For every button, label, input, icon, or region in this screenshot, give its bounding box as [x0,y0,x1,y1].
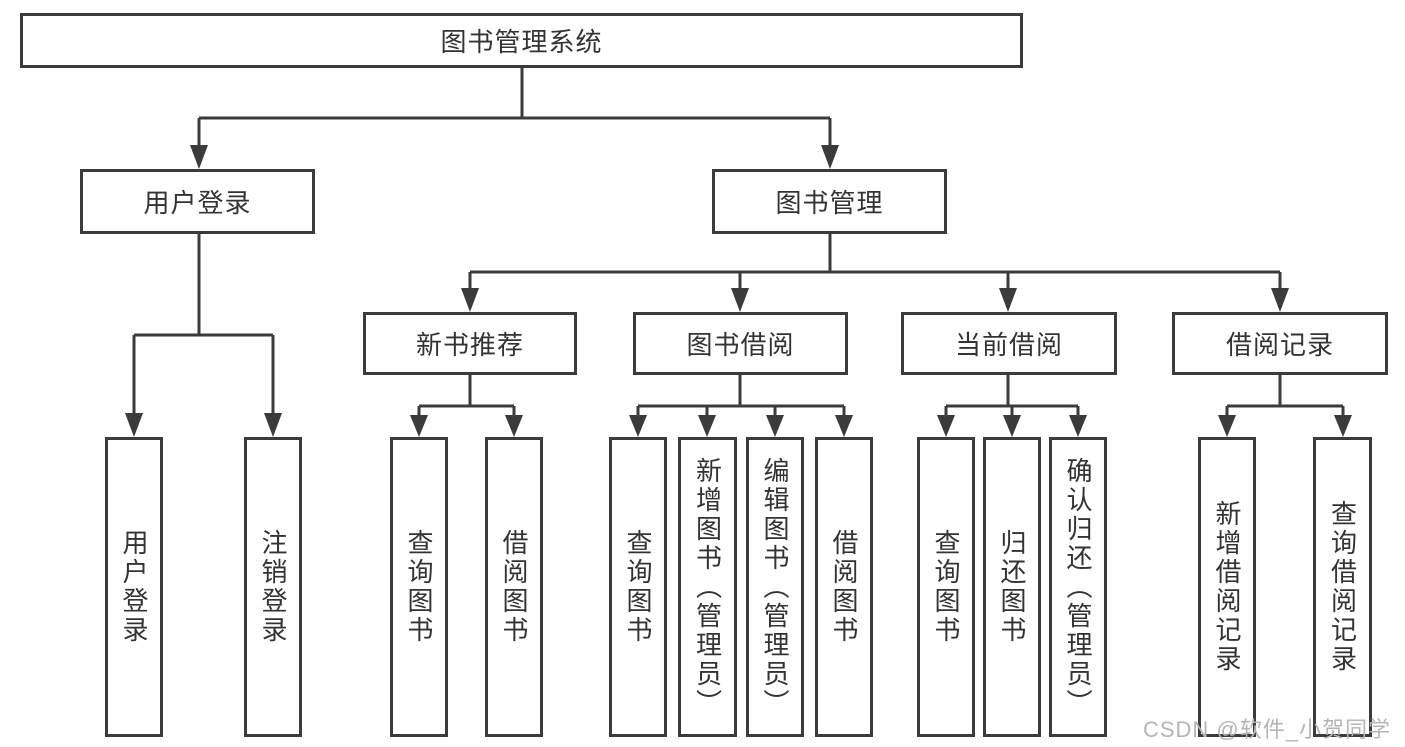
leaf-query-books-3: 查询图书 [917,437,975,737]
node-label: 查询借阅记录 [1327,500,1358,674]
node-new-book-recommend: 新书推荐 [363,312,577,375]
node-label: 新增借阅记录 [1212,500,1242,674]
node-label: 归还图书 [997,529,1027,645]
node-label: 查询图书 [931,529,961,645]
leaf-add-borrow-record: 新增借阅记录 [1198,437,1256,737]
node-label: 确认归还（管理员） [1063,456,1093,718]
node-label: 用户登录 [143,188,252,218]
leaf-query-borrow-record: 查询借阅记录 [1313,437,1372,737]
arrowhead [629,415,647,437]
arrowhead [190,145,208,169]
connector-user-login-children [125,234,282,437]
arrowhead [264,413,282,437]
arrowhead [766,415,784,437]
node-label: 用户登录 [119,529,149,645]
node-label: 新增图书（管理员） [692,456,723,718]
arrowhead [1069,415,1087,437]
arrowhead [999,288,1017,312]
node-label: 查询图书 [404,529,434,645]
connector-new-books-children [410,375,523,437]
node-user-login: 用户登录 [80,169,315,234]
arrowhead [1271,288,1289,312]
node-label: 借阅图书 [829,529,859,645]
connector-borrowing-records-children [1218,375,1352,437]
connector-path [417,375,516,416]
leaf-query-books-2: 查询图书 [609,437,667,737]
leaf-borrow-books-2: 借阅图书 [815,437,873,737]
node-label: 查询图书 [623,529,653,645]
connector-path [636,375,846,416]
node-book-borrowing: 图书借阅 [633,312,848,375]
connector-path [197,68,832,146]
node-label: 当前借阅 [954,330,1063,360]
arrowhead [505,415,523,437]
node-current-borrowing: 当前借阅 [901,312,1117,375]
leaf-confirm-return-admin: 确认归还（管理员） [1049,437,1107,737]
arrowhead [1218,415,1236,437]
node-book-management: 图书管理 [712,169,947,234]
node-label: 借阅图书 [499,529,529,645]
connector-root-to-level2 [190,68,839,169]
arrowhead [731,288,749,312]
arrowhead [698,415,716,437]
arrowhead [410,415,428,437]
arrowhead [1334,415,1352,437]
connector-path [468,234,1282,289]
leaf-logout: 注销登录 [244,437,302,737]
node-root-system: 图书管理系统 [20,13,1023,68]
connector-path [132,234,275,414]
connector-book-borrowing-children [629,375,853,437]
csdn-watermark: CSDN @软件_小贺同学 [1142,717,1391,742]
arrowhead [937,415,955,437]
node-borrowing-records: 借阅记录 [1172,312,1388,375]
node-label: 注销登录 [258,529,288,645]
arrowhead [1003,415,1021,437]
leaf-user-login: 用户登录 [105,437,163,737]
node-label: 图书借阅 [686,330,795,360]
leaf-query-books-1: 查询图书 [390,437,448,737]
node-label: 借阅记录 [1225,330,1334,360]
node-label: 图书管理系统 [440,27,603,57]
leaf-borrow-books-1: 借阅图书 [485,437,543,737]
leaf-return-books: 归还图书 [983,437,1041,737]
arrowhead [461,288,479,312]
arrowhead [821,145,839,169]
leaf-add-books-admin: 新增图书（管理员） [678,437,737,737]
node-label: 图书管理 [775,188,884,218]
node-label: 新书推荐 [415,330,524,360]
connector-current-borrowing-children [937,375,1087,437]
connector-path [944,375,1080,416]
node-label: 编辑图书（管理员） [760,456,790,718]
arrowhead [835,415,853,437]
arrowhead [125,413,143,437]
leaf-edit-books-admin: 编辑图书（管理员） [746,437,804,737]
connector-path [1225,375,1345,416]
connector-book-management-children [461,234,1289,312]
